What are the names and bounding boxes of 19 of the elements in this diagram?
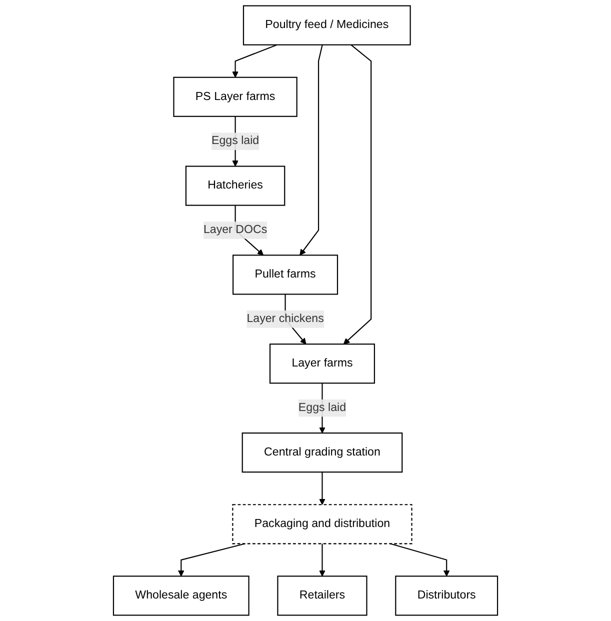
edge-label: Layer chickens xyxy=(246,312,324,325)
edge-label: Layer DOCs xyxy=(203,224,268,236)
edge-label: Eggs laid xyxy=(212,134,260,148)
arrow xyxy=(319,544,326,576)
node-box: Packaging and distribution xyxy=(232,504,412,544)
node-box: PS Layer farms xyxy=(173,76,298,117)
node-box: Retailers xyxy=(277,576,368,616)
arrow xyxy=(232,44,278,78)
arrow xyxy=(319,472,326,505)
node-box: Poultry feed / Medicines xyxy=(242,5,411,46)
edge-label: Eggs laid xyxy=(298,402,346,414)
node-box: Hatcheries xyxy=(185,166,286,206)
arrow xyxy=(343,44,372,344)
node-box: Wholesale agents xyxy=(112,576,250,616)
node-box: Distributors xyxy=(395,576,498,616)
node-box: Layer farms xyxy=(269,344,375,384)
node-box: Pullet farms xyxy=(232,254,338,295)
arrow xyxy=(300,44,323,256)
node-box: Central grading station xyxy=(242,432,403,473)
